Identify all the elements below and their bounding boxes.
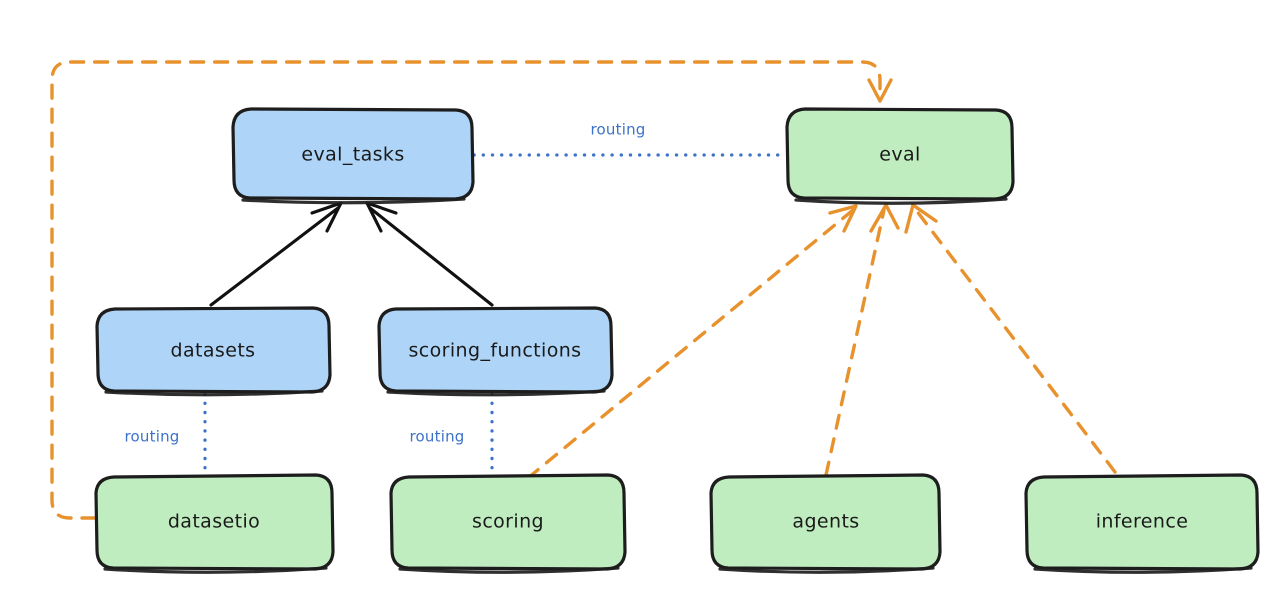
node-label-scoring-functions: scoring_functions [409,340,582,362]
node-label-eval-tasks: eval_tasks [301,144,404,166]
edge-label-routing-scoring: routing [410,428,465,446]
node-eval[interactable]: eval [785,107,1015,205]
node-label-datasets: datasets [171,340,256,362]
edge-datasetio-eval [50,60,893,520]
edge-inference-eval [904,203,1117,474]
node-label-eval: eval [879,144,920,166]
node-inference[interactable]: inference [1024,473,1260,574]
node-eval-tasks[interactable]: eval_tasks [231,107,475,205]
edge-label-routing-eval: routing [591,121,646,139]
node-label-datasetio: datasetio [168,511,260,533]
node-agents[interactable]: agents [709,473,942,574]
node-label-inference: inference [1096,511,1189,533]
node-datasetio[interactable]: datasetio [94,473,335,574]
node-scoring[interactable]: scoring [389,473,627,574]
edge-label-routing-datasetio: routing [125,428,180,446]
node-label-scoring: scoring [472,511,544,533]
node-label-agents: agents [792,511,859,533]
node-datasets[interactable]: datasets [95,306,332,397]
edge-scoring-eval [526,204,858,480]
edge-agents-eval [824,203,900,477]
node-scoring-functions[interactable]: scoring_functions [377,306,614,397]
